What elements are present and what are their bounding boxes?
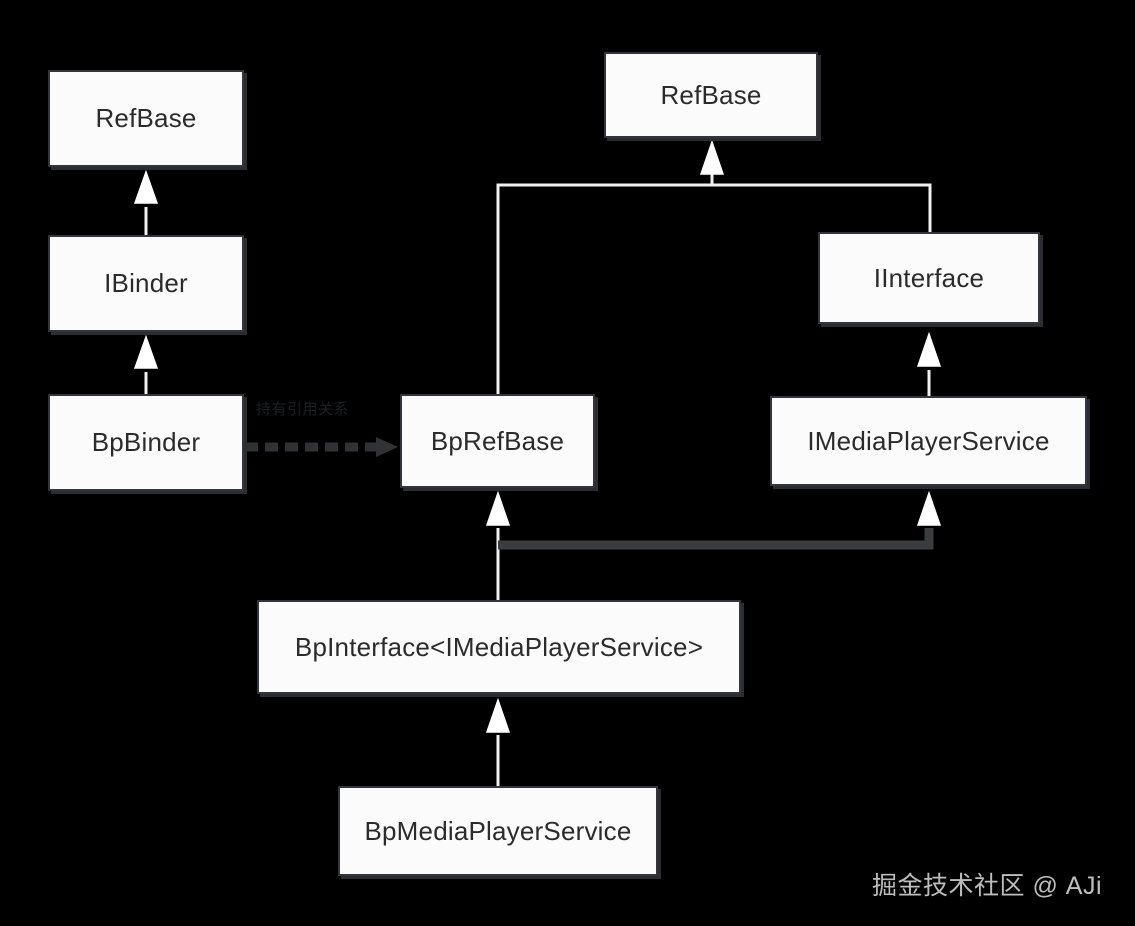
class-node-bprefbase[interactable]: BpRefBase xyxy=(400,394,595,488)
class-node-label: RefBase xyxy=(660,79,762,110)
class-node-bpbinder[interactable]: BpBinder xyxy=(48,394,244,491)
class-node-label: BpInterface<IMediaPlayerService> xyxy=(294,631,704,662)
class-node-refbase-top[interactable]: RefBase xyxy=(604,52,818,138)
edge-bpinterface-to-imediaplayerservice xyxy=(498,490,942,550)
edge-bpbinder-to-bprefbase-dependency xyxy=(245,437,398,457)
edge-bprefbase-to-refbase xyxy=(496,139,725,394)
class-node-refbase-left[interactable]: RefBase xyxy=(48,70,244,167)
class-node-iinterface[interactable]: IInterface xyxy=(818,232,1040,324)
edge-ibinder-to-refbase xyxy=(133,169,159,235)
edge-bpinterface-to-bprefbase xyxy=(485,490,511,600)
class-node-label: BpRefBase xyxy=(430,425,565,456)
edge-imediaplayerservice-to-iinterface xyxy=(916,331,942,396)
watermark-text: 掘金技术社区 @ AJi xyxy=(872,872,1102,900)
class-node-label: BpMediaPlayerService xyxy=(364,815,632,846)
class-node-label: BpBinder xyxy=(91,427,201,457)
class-node-label: IMediaPlayerService xyxy=(807,425,1050,456)
edge-iinterface-to-refbase xyxy=(712,183,932,232)
class-node-label: IBinder xyxy=(104,268,188,298)
class-node-bpmediaplayerservice[interactable]: BpMediaPlayerService xyxy=(338,786,658,876)
class-node-ibinder[interactable]: IBinder xyxy=(48,235,244,332)
class-node-label: RefBase xyxy=(95,103,197,133)
edge-bpbinder-to-ibinder xyxy=(133,334,159,394)
class-node-imediaplayerservice[interactable]: IMediaPlayerService xyxy=(770,396,1087,486)
class-node-label: IInterface xyxy=(873,262,985,293)
edge-label-holds-reference: 持有引用关系 xyxy=(256,401,350,418)
edge-bpmediaplayerservice-to-bpinterface xyxy=(485,697,511,786)
class-node-bpinterface[interactable]: BpInterface<IMediaPlayerService> xyxy=(257,600,741,694)
